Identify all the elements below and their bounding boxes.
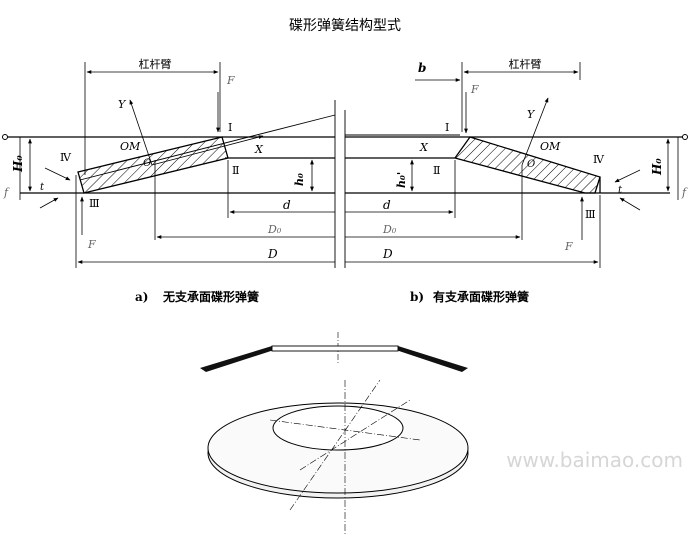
right-y-axis <box>521 97 549 166</box>
right-point-I: Ⅰ <box>445 121 449 134</box>
right-y-label: Y <box>527 108 536 121</box>
right-d0-label: D₀ <box>382 223 397 236</box>
profile-left-wing <box>200 346 274 372</box>
center-axis <box>334 100 346 268</box>
left-h0-label: H₀ <box>11 155 25 173</box>
left-ref-point <box>2 134 8 140</box>
figure-title: 碟形弹簧结构型式 <box>289 18 401 34</box>
disc-axis-diagonal-1 <box>299 399 411 471</box>
left-t-arrow-1 <box>44 167 71 181</box>
spring-profile-view <box>200 332 468 372</box>
left-y-label: Y <box>118 98 127 111</box>
profile-top-flat <box>271 345 399 352</box>
left-caption-prefix: a) <box>135 290 148 304</box>
left-dd-label: D <box>267 247 278 261</box>
left-f-label: f <box>3 186 10 199</box>
left-point-II: Ⅱ <box>232 164 239 177</box>
right-x-label: X <box>419 141 429 154</box>
right-h0p-label: h₀' <box>395 172 408 188</box>
left-om-label: OM <box>120 140 141 153</box>
watermark-text: www.baimao.com <box>506 448 683 472</box>
right-spring-cross-section <box>453 136 601 194</box>
left-x-axis <box>151 135 264 166</box>
right-b-label: b <box>418 61 426 75</box>
left-t-label: t <box>40 182 45 193</box>
right-t-label: t <box>618 185 623 196</box>
right-dd-label: D <box>382 247 393 261</box>
right-caption-prefix: b) <box>410 290 424 304</box>
left-point-III: Ⅲ <box>89 197 100 210</box>
right-f-label: f <box>681 186 688 199</box>
left-y-axis <box>129 99 153 166</box>
right-point-III: Ⅲ <box>585 208 596 221</box>
left-d0-label: D₀ <box>267 223 282 236</box>
left-force-bottom-label: F <box>87 238 96 251</box>
profile-right-wing <box>396 346 468 372</box>
left-h0-small-label: h₀ <box>293 173 306 186</box>
spring-3d-view <box>207 379 469 535</box>
left-spring-section: 杠杆臂 F F Y X OM O Ⅰ Ⅱ Ⅲ Ⅳ H₀ f t h₀ d <box>2 57 336 304</box>
right-t-arrow-2 <box>619 197 641 211</box>
right-t-arrow-1 <box>614 169 641 183</box>
right-force-top-label: F <box>470 83 479 96</box>
disc-inner-hole <box>272 405 404 451</box>
left-lever-label: 杠杆臂 <box>139 57 172 71</box>
left-point-IV: Ⅳ <box>60 151 72 164</box>
left-x-label: X <box>254 143 264 156</box>
left-force-top-label: F <box>226 74 235 87</box>
disc-axis-horizontal <box>269 419 421 441</box>
left-o-label: O <box>143 158 151 169</box>
right-point-II: Ⅱ <box>433 164 440 177</box>
right-caption-text: 有支承面碟形弹簧 <box>433 289 529 304</box>
right-o-label: O <box>527 159 535 170</box>
disc-axis-diagonal-2 <box>289 379 381 511</box>
right-spring-section: 杠杆臂 b F F Y OM O X Ⅰ Ⅱ Ⅲ Ⅳ h₀' H₀ f t <box>345 57 688 304</box>
right-h0-label: H₀ <box>650 158 664 176</box>
right-force-bottom-label: F <box>564 240 573 253</box>
left-point-I: Ⅰ <box>228 121 232 134</box>
right-lever-label: 杠杆臂 <box>509 57 542 71</box>
right-om-label: OM <box>540 140 561 153</box>
left-caption-text: 无支承面碟形弹簧 <box>162 289 259 304</box>
left-t-arrow-2 <box>39 197 59 209</box>
right-point-IV: Ⅳ <box>593 153 605 166</box>
right-d-label: d <box>383 198 391 212</box>
left-d-label: d <box>283 198 291 212</box>
right-ref-point <box>682 134 688 140</box>
